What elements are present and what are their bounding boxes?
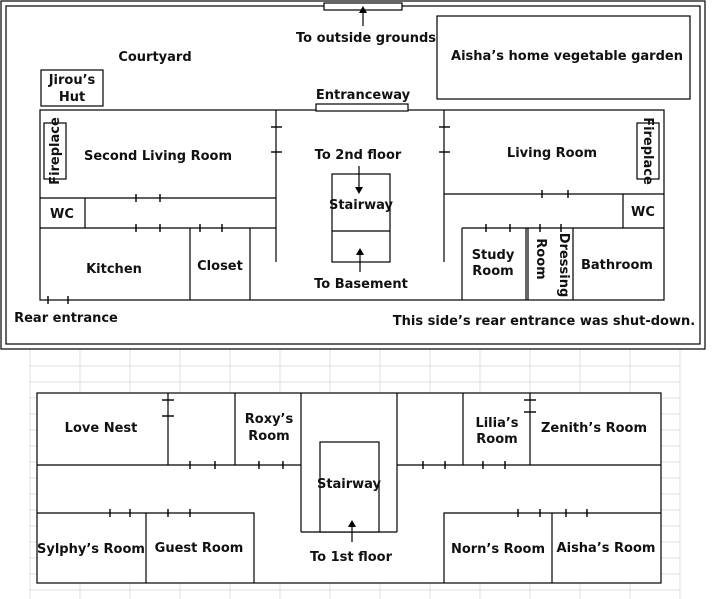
kitchen-label: Kitchen — [86, 262, 142, 277]
bottom-right-rooms-wall — [443, 512, 661, 583]
vegetable-garden-label: Aisha’s home vegetable garden — [451, 49, 683, 64]
fireplace-left-label: Fireplace — [48, 117, 63, 185]
fireplace-right-label: Fireplace — [640, 117, 655, 185]
first-floor-doors — [47, 126, 569, 304]
shut-down-note-label: This side’s rear entrance was shut-down. — [393, 314, 695, 329]
to-2nd-floor-label: To 2nd floor — [315, 148, 402, 163]
jirou-hut-label-2: Hut — [59, 90, 85, 105]
jirou-hut — [40, 69, 104, 107]
jirou-hut-label-1: Jirou’s — [48, 73, 96, 88]
bathroom-label: Bathroom — [581, 258, 653, 273]
lilia-room-label-1: Lilia’s — [475, 416, 518, 431]
to-1st-floor-label: To 1st floor — [310, 550, 393, 565]
to-basement-label: To Basement — [314, 277, 408, 292]
to-outside-grounds-label: To outside grounds — [296, 31, 436, 46]
norn-room-label: Norn’s Room — [451, 542, 545, 557]
entranceway-label: Entranceway — [316, 88, 411, 103]
arrow-to-outside — [359, 6, 367, 26]
arrow-to-1st-floor — [348, 520, 356, 542]
fireplace-left — [43, 122, 67, 180]
roxy-room-label-1: Roxy’s — [245, 412, 294, 427]
study-room-label-2: Room — [472, 264, 513, 279]
aisha-room-label: Aisha’s Room — [557, 541, 656, 556]
wc-right-label: WC — [631, 205, 655, 220]
entranceway-door — [315, 103, 409, 112]
arrow-to-basement — [356, 248, 364, 272]
sylphy-room-label: Sylphy’s Room — [37, 542, 145, 557]
study-room-label-1: Study — [472, 248, 515, 263]
first-floor-plan: To outside grounds Courtyard Jirou’s Hut… — [0, 0, 706, 350]
zenith-room-label: Zenith’s Room — [541, 421, 647, 436]
stairway-label: Stairway — [329, 198, 394, 213]
roxy-room-label-2: Room — [248, 429, 289, 444]
guest-room-label: Guest Room — [155, 541, 244, 556]
property-boundary-outer — [0, 0, 706, 350]
lilia-room-label-2: Room — [476, 432, 517, 447]
closet-label: Closet — [197, 259, 243, 274]
courtyard-label: Courtyard — [118, 50, 191, 65]
second-floor-plan: Love Nest Roxy’s Room Lilia’s Room Zenit… — [29, 350, 681, 599]
dressing-room-label-2: Room — [533, 238, 548, 279]
second-floor-doors — [109, 399, 588, 517]
vegetable-garden — [436, 15, 691, 100]
fireplace-right — [636, 122, 660, 180]
arrow-to-2nd-floor — [355, 166, 363, 194]
stairway-second-floor — [319, 441, 380, 533]
second-living-room-label: Second Living Room — [84, 149, 232, 164]
dressing-room-label-1: Dressing — [556, 233, 571, 298]
stairway-second-floor-label: Stairway — [317, 477, 382, 492]
living-room-label: Living Room — [507, 146, 597, 161]
love-nest-label: Love Nest — [65, 421, 138, 436]
wc-left-label: WC — [50, 207, 74, 222]
rear-entrance-label: Rear entrance — [14, 311, 118, 326]
